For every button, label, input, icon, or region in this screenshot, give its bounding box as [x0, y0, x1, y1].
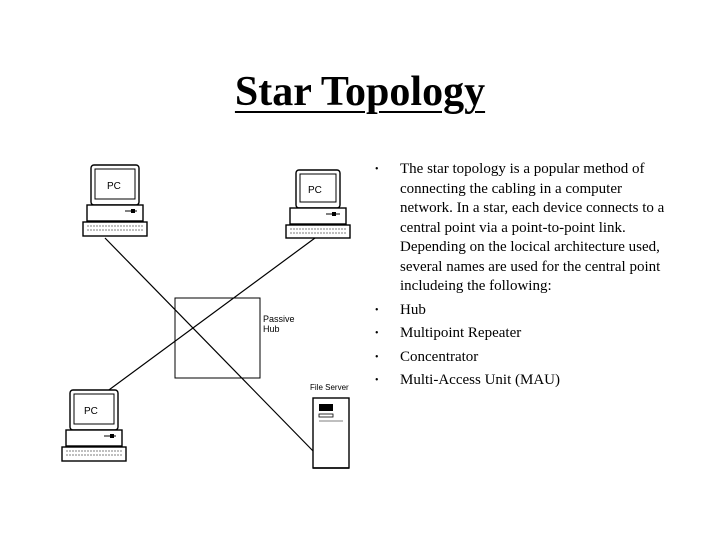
bullet-icon: •	[375, 304, 379, 316]
bullet-text: Concentrator	[400, 348, 479, 365]
bullet-icon: •	[375, 164, 379, 175]
hub-label-line1: Passive	[263, 314, 295, 324]
pc-label: PC	[308, 185, 322, 196]
bullet-icon: •	[375, 351, 379, 363]
pc-label: PC	[107, 181, 121, 192]
file-server-label: File Server	[310, 383, 349, 392]
list-item: • Multipoint Repeater	[372, 324, 672, 344]
bullet-text: Hub	[400, 301, 426, 318]
pc-bottom-left: PC	[61, 389, 127, 462]
list-item: • Multi-Access Unit (MAU)	[372, 371, 672, 391]
star-topology-diagram: Passive Hub PC PC	[40, 150, 360, 480]
passive-hub: Passive Hub	[174, 297, 295, 379]
file-server: File Server	[310, 383, 350, 469]
list-item: • The star topology is a popular method o…	[372, 160, 672, 297]
link-top-right	[97, 237, 316, 399]
slide-title: Star Topology	[234, 69, 486, 115]
bullet-text: The star topology is a popular method of…	[400, 161, 665, 294]
bullet-list: • The star topology is a popular method o…	[372, 160, 672, 395]
pc-top-left: PC	[82, 164, 148, 237]
bullet-text: Multi-Access Unit (MAU)	[400, 372, 560, 388]
bullet-icon: •	[375, 375, 379, 386]
link-top-left	[104, 237, 316, 454]
bullet-text: Multipoint Repeater	[400, 325, 522, 341]
list-item: • Concentrator	[372, 348, 672, 368]
pc-top-right: PC	[285, 169, 351, 239]
list-item: • Hub	[372, 301, 672, 321]
bullet-icon: •	[375, 328, 379, 339]
pc-label: PC	[84, 406, 98, 417]
hub-label-line2: Hub	[263, 324, 280, 334]
